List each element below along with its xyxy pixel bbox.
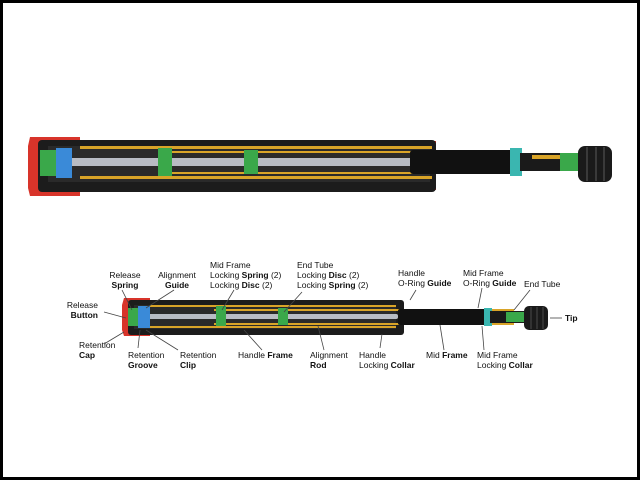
alignment-rod-small	[148, 314, 398, 319]
label-end-tube: End Tube	[524, 279, 561, 289]
mid-frame-large	[410, 150, 520, 174]
diagram-canvas	[3, 3, 637, 477]
mid-frame-small	[398, 309, 490, 325]
large-baton-illustration	[28, 137, 612, 196]
end-tube-gold-large	[532, 155, 578, 159]
alignment-guide-large	[56, 148, 72, 178]
label-alignment-guide: Alignment Guide	[158, 270, 196, 290]
label-retention-clip: Retention Clip	[180, 350, 217, 370]
label-mid-frame-locking-collar: Mid Frame Locking Collar	[477, 350, 533, 370]
label-mid-frame-locking: Mid Frame Locking Spring (2) Locking Dis…	[210, 260, 282, 290]
label-alignment-rod: Alignment Rod	[310, 350, 348, 370]
label-release-button: Release Button	[66, 300, 98, 320]
label-retention-groove: Retention Groove	[128, 350, 165, 370]
label-tip: Tip	[565, 313, 578, 323]
label-mid-frame: Mid Frame	[426, 350, 468, 360]
tip-small	[524, 306, 548, 330]
gold-line-large-4	[160, 172, 520, 174]
tip-spring-large	[560, 153, 580, 171]
label-handle-locking-collar: Handle Locking Collar	[359, 350, 415, 370]
gold-line-large-2	[80, 176, 432, 179]
leader-lines	[103, 287, 562, 351]
label-handle-oring-guide: Handle O-Ring Guide	[398, 268, 452, 288]
mid-frame-oring-guide-small	[484, 308, 492, 326]
label-mid-frame-oring-guide: Mid Frame O-Ring Guide	[463, 268, 517, 288]
end-tube-locking-spring-large	[244, 150, 258, 174]
alignment-guide-small	[138, 306, 150, 328]
gold-line-large-1	[80, 146, 432, 149]
end-tube-locking-spring-small	[278, 308, 288, 325]
gold-line-large-3	[160, 151, 520, 153]
label-end-tube-locking: End Tube Locking Disc (2) Locking Spring…	[297, 260, 369, 290]
mid-frame-oring-guide-large	[510, 148, 522, 176]
alignment-rod-large	[64, 158, 414, 166]
small-baton-illustration	[122, 298, 548, 336]
mid-frame-locking-spring-small	[216, 306, 226, 326]
label-retention-cap: Retention Cap	[79, 340, 116, 360]
mid-frame-locking-spring-large	[158, 148, 172, 176]
label-handle-frame: Handle Frame	[238, 350, 293, 360]
label-release-spring: Release Spring	[109, 270, 141, 290]
